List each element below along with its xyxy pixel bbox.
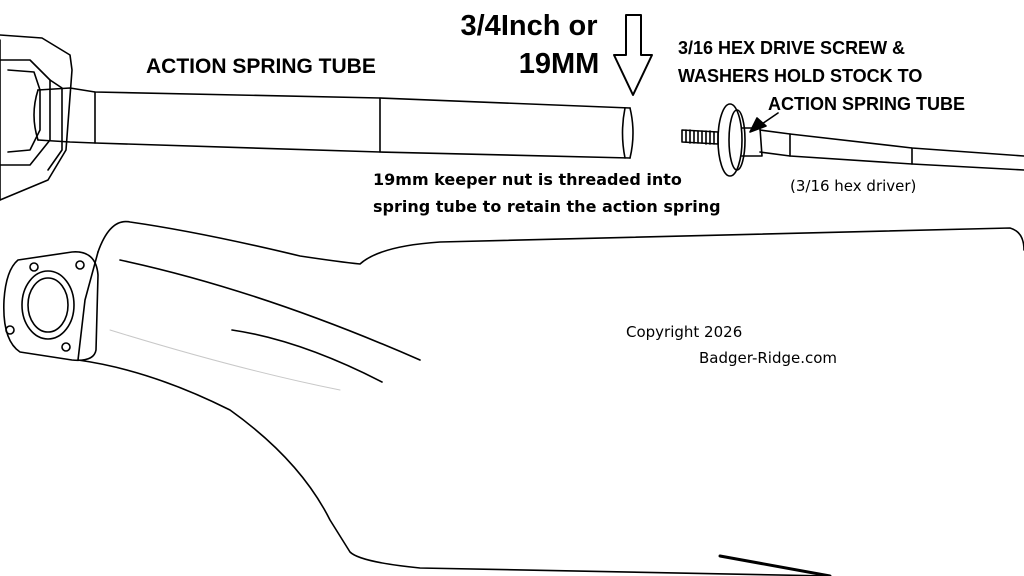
website-text: Badger-Ridge.com [699, 349, 838, 367]
screw-label-line2: WASHERS HOLD STOCK TO [678, 66, 923, 86]
copyright-text: Copyright 2026 [626, 323, 743, 341]
keeper-nut-note-line2: spring tube to retain the action spring [373, 197, 721, 216]
screw-label-line3: ACTION SPRING TUBE [768, 94, 966, 114]
down-arrow-icon [613, 14, 653, 96]
hex-driver-label: (3/16 hex driver) [790, 177, 917, 195]
hex-screw-assembly [681, 103, 1024, 177]
size-label-line2: 19MM [518, 48, 600, 80]
size-label-line1: 3/4Inch or [460, 10, 598, 42]
screw-label-line1: 3/16 HEX DRIVE SCREW & [678, 38, 906, 58]
stock-mounting-plate [3, 251, 99, 362]
rifle-stock [77, 220, 1024, 576]
action-spring-tube-label: ACTION SPRING TUBE [146, 55, 376, 78]
stock-toe-line [718, 554, 832, 576]
keeper-nut-note-line1: 19mm keeper nut is threaded into [373, 170, 682, 189]
pointer-arrow [749, 112, 779, 133]
action-spring-tube [33, 87, 634, 159]
receiver-end [0, 34, 73, 201]
